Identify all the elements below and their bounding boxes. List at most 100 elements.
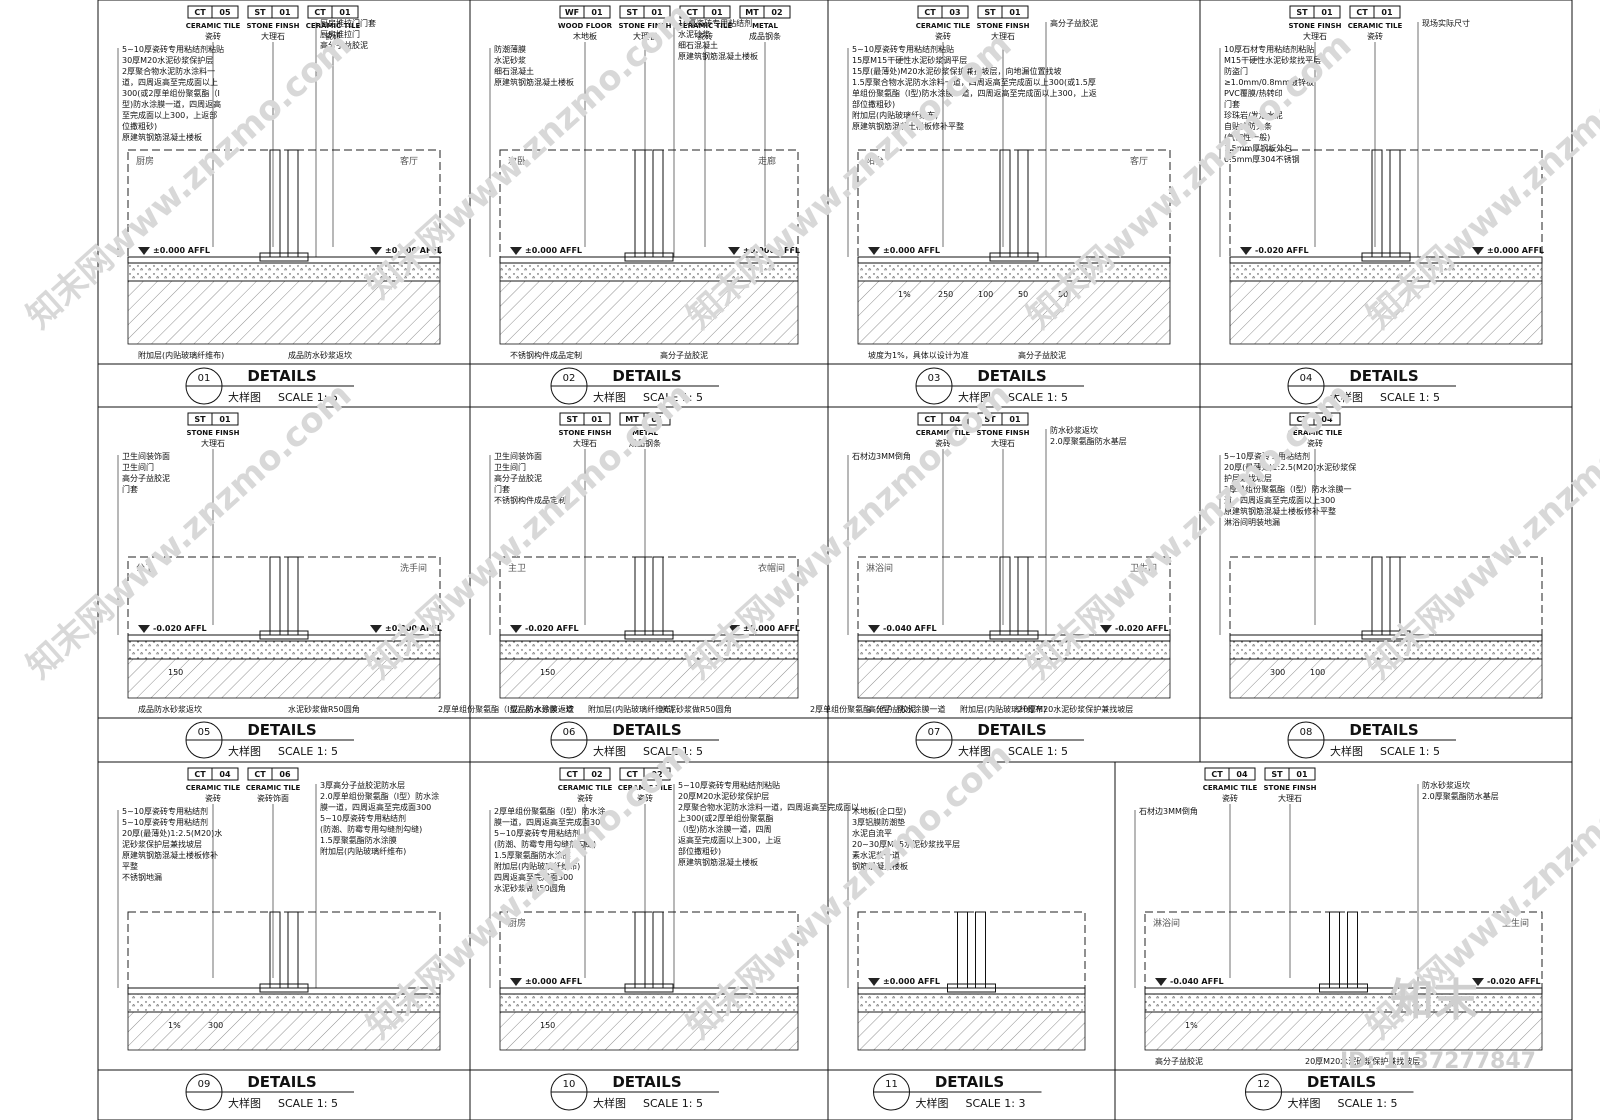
note-left: 附加层(内贴玻璃纤维布)	[852, 110, 938, 120]
tag-code: ST	[566, 415, 578, 424]
level-label: ±0.000 AFFL	[525, 977, 582, 986]
tag-code: CT	[1356, 8, 1368, 17]
note-left: 2厚聚合物水泥防水涂料一	[122, 66, 215, 76]
slab-layer	[127, 280, 441, 345]
room-label: 卫生间	[1130, 562, 1157, 574]
tag-en-name: STONE FINSH	[247, 22, 300, 30]
detail-title: DETAILS	[935, 1073, 1004, 1091]
dimension-label: 100	[978, 290, 993, 299]
note-left: 高分子益胶泥	[494, 473, 542, 483]
tag-num: 04	[219, 770, 231, 779]
tag-num-box	[211, 412, 239, 426]
detail-title: DETAILS	[977, 367, 1046, 385]
slab-layer	[1144, 1011, 1543, 1051]
tag-en-name: STONE FINSH	[1289, 22, 1342, 30]
tag-num-box	[583, 767, 611, 781]
tag-cn-name: 大理石	[201, 438, 225, 448]
level-marker: -0.020 AFFL	[1240, 246, 1309, 255]
detail-title: DETAILS	[1349, 367, 1418, 385]
bottom-note: 附加层(内贴玻璃纤维布)	[588, 704, 674, 714]
level-marker: -0.020 AFFL	[1100, 624, 1169, 633]
tag-cn-name: 大理石	[1278, 793, 1302, 803]
note-right: 现场实际尺寸	[1422, 18, 1470, 28]
bottom-note: 20厚M20水泥砂浆保护兼找坡层	[1018, 704, 1133, 714]
door-frame-left	[634, 911, 646, 989]
detail-subtitle: 大样图	[228, 1096, 261, 1110]
level-label: ±0.000 AFFL	[743, 246, 800, 255]
detail-title: DETAILS	[612, 721, 681, 739]
note-right: 水泥砂浆	[678, 29, 710, 39]
note-left: 高分子益胶泥	[122, 473, 170, 483]
level-marker: ±0.000 AFFL	[728, 246, 800, 255]
tag-num: 04	[949, 415, 961, 424]
note-left: 1.5mm厚钢板外包	[1224, 143, 1292, 153]
room-label: 厨房	[508, 917, 526, 929]
threshold-stone	[989, 252, 1039, 262]
note-right: 厨房推拉门	[320, 29, 360, 39]
tag-num-box	[331, 5, 359, 19]
room-label: 卫生间	[1502, 917, 1529, 929]
level-triangle	[868, 978, 880, 986]
watermark-text: 知末网www.znzmo.com	[359, 375, 699, 687]
detail-title: DETAILS	[1349, 721, 1418, 739]
detail-number: 05	[198, 727, 211, 738]
room-boundary	[499, 556, 799, 636]
detail-scale: SCALE 1: 5	[278, 391, 338, 404]
tag-num-box	[211, 5, 239, 19]
tag-cn-name: 木地板	[573, 31, 597, 41]
door-frame-left	[1371, 149, 1383, 258]
note-left: M15干硬性水泥砂浆找平层	[1224, 55, 1321, 65]
door-frame-left	[1371, 556, 1383, 636]
tag-num-box	[1288, 767, 1316, 781]
note-right: (防潮、防霉专用勾缝剂勾缝)	[320, 824, 422, 834]
level-triangle	[510, 625, 522, 633]
note-left: 2厚单组份聚氨酯（I型）防水涂	[494, 806, 605, 816]
threshold-stone	[1361, 630, 1411, 640]
note-left: 1.5厚聚氨酯防水涂膜	[494, 850, 571, 860]
bottom-note: 成品防水砂浆返坎	[138, 704, 202, 714]
tag-code: CT	[194, 8, 206, 17]
tag-num: 01	[591, 415, 603, 424]
watermark-logo: 知末	[1390, 975, 1478, 1026]
bottom-note: 2厚单组份聚氨酯（I型）防水涂膜一道	[438, 704, 573, 714]
note-right: 部位撒粗砂)	[678, 846, 721, 856]
dimension-label: 150	[168, 668, 183, 677]
detail-scale: SCALE 1: 5	[1338, 1097, 1398, 1110]
note-right: 1.5厚聚氨酯防水涂膜	[320, 835, 397, 845]
slab-layer	[857, 1011, 1086, 1051]
door-frame-right	[287, 149, 299, 258]
detail-subtitle: 大样图	[1330, 744, 1363, 758]
note-right: 原建筑钢筋混凝土楼板	[678, 857, 758, 867]
tag-code: CT	[254, 770, 266, 779]
tag-num: 01	[1009, 415, 1021, 424]
room-boundary	[1144, 911, 1543, 989]
tag-code: CT	[924, 8, 936, 17]
tag-code: ST	[626, 8, 638, 17]
screed-layer	[857, 993, 1086, 1013]
tag-code: ST	[194, 415, 206, 424]
level-marker: -0.040 AFFL	[1155, 977, 1224, 986]
detail-number: 11	[885, 1079, 898, 1090]
note-left: 300(或2厚单组份聚氨酯（I	[122, 88, 220, 98]
tag-en-name: STONE FINSH	[559, 429, 612, 437]
note-left: 5~10厚瓷砖专用粘结剂	[494, 828, 580, 838]
tag-cn-name: 大理石	[991, 438, 1015, 448]
tag-num: 02	[651, 770, 662, 779]
bottom-note: 高分子益胶泥	[660, 350, 708, 360]
detail-number: 08	[1300, 727, 1313, 738]
note-left: 原建筑钢筋混凝土楼板修补	[122, 850, 218, 860]
tag-num-box	[1228, 767, 1256, 781]
